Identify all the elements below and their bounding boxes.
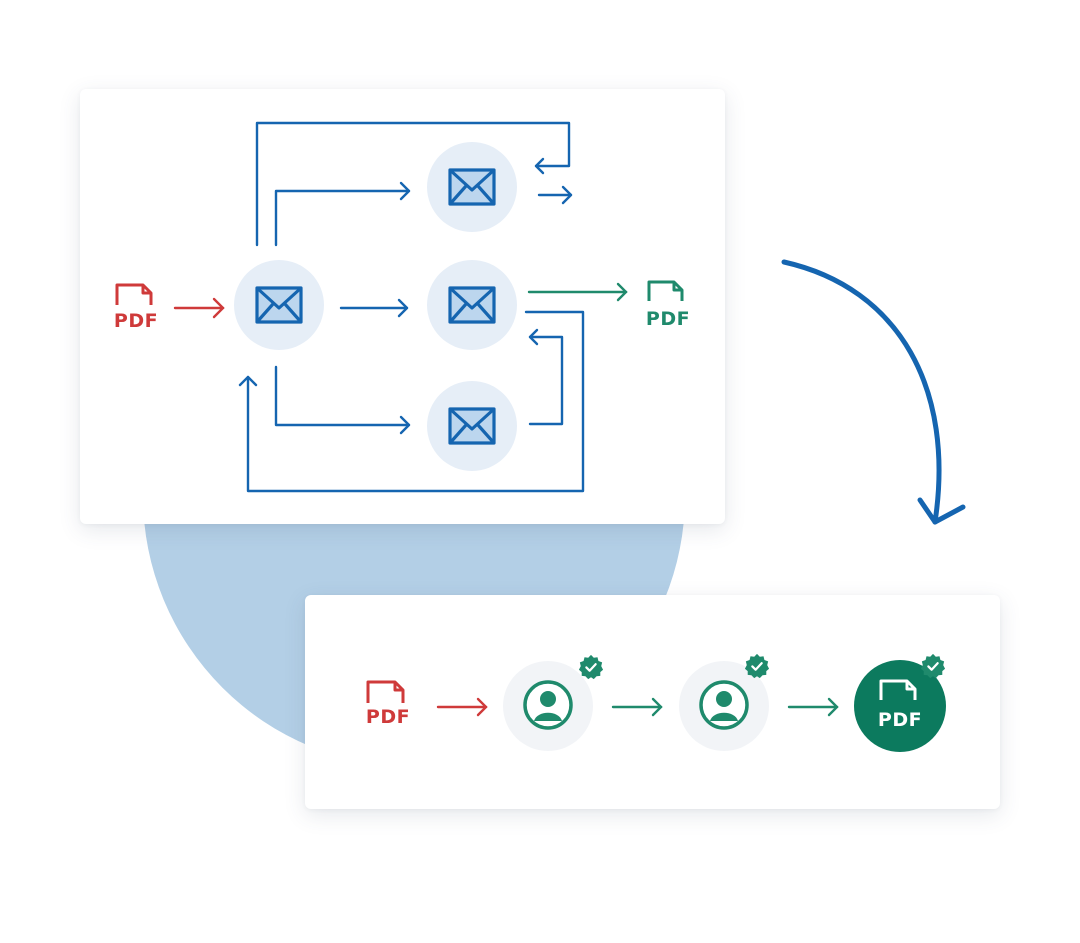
arrow-approver2-to-final — [787, 697, 839, 717]
workflow-connectors — [238, 121, 585, 493]
final-pdf-label: PDF — [878, 709, 922, 731]
verified-check-icon — [744, 653, 770, 679]
user-circle-icon — [523, 680, 573, 730]
email-workflow-card: PDF — [80, 89, 725, 524]
arrow-middle-to-output — [527, 282, 628, 302]
mail-icon — [448, 168, 496, 206]
approver-node-2 — [679, 653, 770, 751]
mail-node-bottom — [427, 381, 517, 471]
mail-icon — [255, 286, 303, 324]
mail-node-top — [427, 142, 517, 232]
mail-icon — [448, 286, 496, 324]
approval-workflow-diagram: PDF — [366, 653, 946, 752]
verified-check-icon — [920, 653, 946, 679]
source-pdf-document: PDF — [114, 283, 158, 332]
pdf-file-icon — [647, 280, 684, 301]
output-pdf-label: PDF — [646, 308, 690, 330]
verified-check-icon — [578, 654, 604, 680]
pdf-file-icon — [115, 283, 153, 305]
pdf-file-icon — [879, 679, 917, 700]
mail-icon — [448, 407, 496, 445]
email-workflow-diagram: PDF — [114, 121, 690, 493]
final-pdf-node: PDF — [854, 653, 946, 752]
source-pdf-label: PDF — [114, 310, 158, 332]
mail-node-middle — [427, 260, 517, 350]
approver-node-1 — [503, 654, 604, 751]
mail-node-start — [234, 260, 324, 350]
pdf-file-icon — [366, 680, 405, 703]
user-circle-icon — [699, 680, 749, 730]
arrow-approver1-to-approver2 — [611, 697, 663, 717]
approval-source-pdf: PDF — [366, 680, 410, 728]
arrow-source-to-approver — [436, 697, 488, 717]
approval-source-pdf-label: PDF — [366, 706, 410, 728]
approval-workflow-card: PDF — [305, 595, 1000, 809]
arrow-source-to-mail — [173, 297, 225, 319]
curved-arrow-icon — [781, 259, 966, 525]
output-pdf-document: PDF — [646, 280, 690, 330]
